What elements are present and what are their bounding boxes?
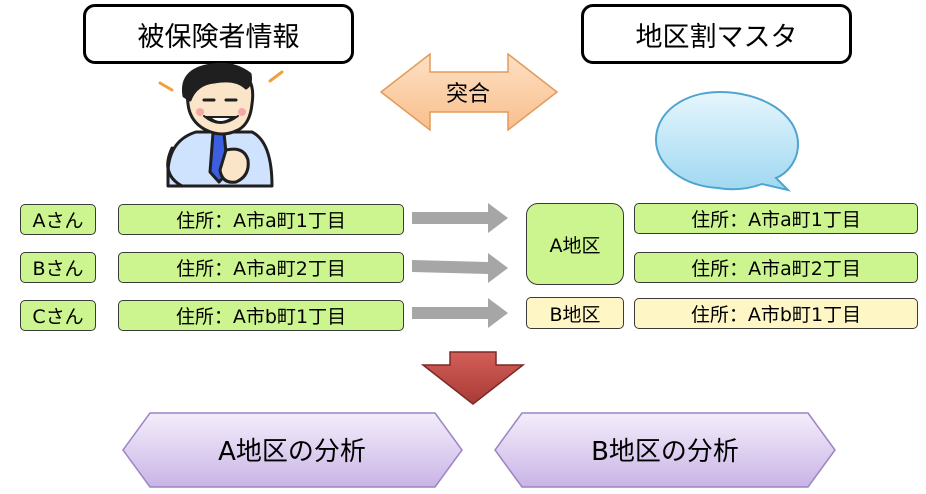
- person-address-b: 住所：A市a町2丁目: [118, 252, 404, 283]
- down-arrow: [420, 351, 526, 405]
- district-master-title: 地区割マスタ: [581, 4, 852, 64]
- result-label-b: B地区の分析: [591, 437, 739, 467]
- person-address-a: 住所：A市a町1丁目: [118, 204, 404, 235]
- person-name-c: Cさん: [20, 300, 96, 331]
- result-label-a: A地区の分析: [218, 437, 366, 467]
- person-address-c: 住所：A市b町1丁目: [118, 300, 404, 331]
- master-address-2: 住所：A市a町2丁目: [634, 252, 918, 283]
- insured-info-title-text: 被保険者情報: [137, 21, 300, 53]
- district-b-label: B地区: [549, 303, 601, 326]
- insured-info-title: 被保険者情報: [83, 4, 354, 64]
- mapping-arrow-c: [412, 298, 508, 328]
- person-name-a: Aさん: [20, 204, 96, 235]
- master-address-3: 住所：A市b町1丁目: [634, 298, 918, 329]
- mapping-arrow-a: [412, 203, 508, 233]
- district-a-label: A地区: [549, 234, 601, 257]
- speech-bubble-icon: [654, 90, 800, 192]
- result-shape-a: [122, 412, 463, 488]
- master-address-1: 住所：A市a町1丁目: [634, 203, 918, 234]
- result-shape-b: [494, 412, 836, 488]
- match-double-arrow: [379, 52, 559, 132]
- mapping-arrow-b: [412, 253, 508, 283]
- district-a-box: A地区: [526, 203, 624, 285]
- person-name-b: Bさん: [20, 252, 96, 283]
- match-label: 突合: [446, 82, 490, 107]
- businessman-icon: [158, 62, 284, 188]
- district-b-box: B地区: [526, 297, 624, 329]
- district-master-title-text: 地区割マスタ: [635, 21, 798, 53]
